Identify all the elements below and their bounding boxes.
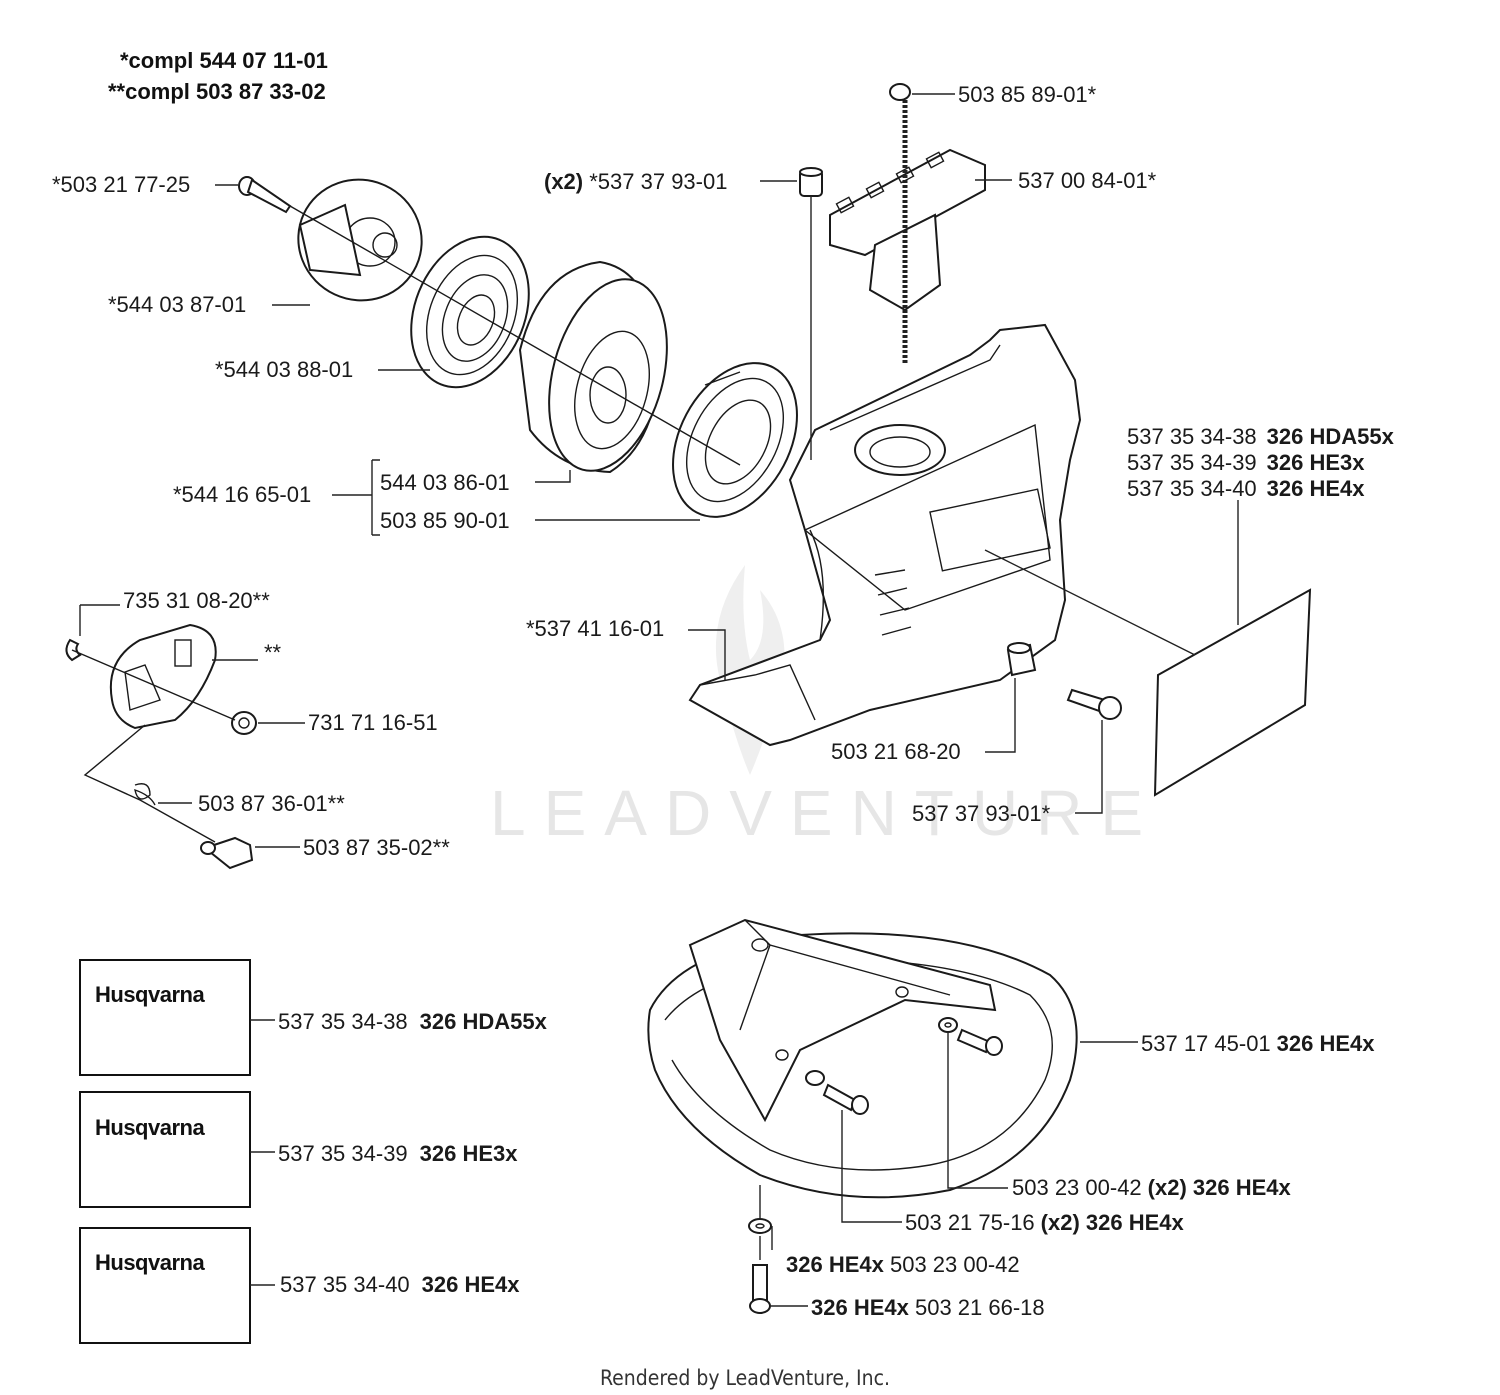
label-503-23-00-42: 503 23 00-42(x2) 326 HE4x <box>1012 1175 1292 1200</box>
decal-box-1[interactable]: Husqvarna <box>79 959 251 1076</box>
model-he3x: 326 HE3x <box>1267 450 1366 475</box>
shaft-line <box>71 649 236 721</box>
spring-503-87-36-01[interactable] <box>134 783 156 806</box>
model-he4x: 326 HE4x <box>1267 476 1366 501</box>
label-decal-1: 537 35 34-38 326 HDA55x <box>278 1009 548 1034</box>
washer-503-23-00-42[interactable] <box>938 1017 958 1033</box>
husqvarna-logo-2: Husqvarna <box>95 1115 205 1140</box>
label-503-21-66-18: 326 HE4x 503 21 66-18 <box>811 1295 1045 1320</box>
pulley-cover-544-03-87-01[interactable] <box>278 159 441 320</box>
leader-line-pawl <box>83 724 216 843</box>
label-503-85-90-01: 503 85 90-01 <box>380 508 510 533</box>
label-537-37-93-01-a: *537 37 93-01 <box>583 169 727 194</box>
part-537-35-34-38: 537 35 34-38 <box>1127 424 1257 449</box>
rewind-spring-503-85-90-01[interactable] <box>648 342 822 538</box>
screw-b-model: 326 HE4x <box>811 1295 910 1320</box>
screw-503-21-75-16[interactable] <box>822 1083 869 1115</box>
screw-537-37-93-01[interactable] <box>1066 688 1122 720</box>
screw-b-part: 503 21 66-18 <box>909 1295 1045 1320</box>
label-503-21-68-20: 503 21 68-20 <box>831 739 961 764</box>
label-537-37-93-01-x2: (x2) *537 37 93-01 <box>544 169 727 194</box>
husqvarna-logo-3: Husqvarna <box>95 1250 205 1275</box>
washer-b-part: 503 23 00-42 <box>884 1252 1020 1277</box>
part-537-35-34-39: 537 35 34-39 <box>1127 450 1257 475</box>
pawl-503-87-35-02[interactable] <box>200 836 254 870</box>
decal-2-part: 537 35 34-39 <box>278 1141 408 1166</box>
label-544-03-88-01: *544 03 88-01 <box>215 357 353 382</box>
screw-guard-right[interactable] <box>956 1028 1003 1056</box>
footer-credit: Rendered by LeadVenture, Inc. <box>600 1366 890 1390</box>
guard-537-17-45-01[interactable] <box>647 918 1078 1199</box>
bushing-537-37-93-01[interactable] <box>799 167 823 197</box>
label-731-71-16-51: 731 71 16-51 <box>308 710 438 735</box>
screw-part: 503 21 75-16 <box>905 1210 1035 1235</box>
washer-b-model: 326 HE4x <box>786 1252 885 1277</box>
compl-note-1: *compl 544 07 11-01 <box>120 48 328 73</box>
compl-note-2: **compl 503 87 33-02 <box>108 79 326 104</box>
washer-bottom[interactable] <box>748 1218 772 1234</box>
label-544-03-86-01: 544 03 86-01 <box>380 470 510 495</box>
label-503-87-35-02: 503 87 35-02** <box>303 835 450 860</box>
washer-model: (x2) 326 HE4x <box>1148 1175 1292 1200</box>
label-544-03-87-01: *544 03 87-01 <box>108 292 246 317</box>
decal-box-2[interactable]: Husqvarna <box>79 1091 251 1208</box>
spacer-503-21-68-20[interactable] <box>1006 642 1037 677</box>
label-503-87-36-01: 503 87 36-01** <box>198 791 345 816</box>
screw-503-21-66-18[interactable] <box>749 1264 771 1314</box>
washer-guard-left[interactable] <box>805 1070 825 1086</box>
label-537-35-34-38-top: 537 35 34-38 326 HDA55x <box>1127 424 1395 449</box>
decal-3-model: 326 HE4x <box>422 1272 521 1297</box>
starter-housing-537-41-16-01[interactable] <box>688 323 1082 747</box>
guard-part: 537 17 45-01 <box>1141 1031 1271 1056</box>
watermark-text: LEADVENTURE <box>490 777 1161 849</box>
part-537-35-34-40: 537 35 34-40 <box>1127 476 1257 501</box>
pawl-cover[interactable] <box>109 623 217 730</box>
leader-lines <box>79 93 1239 1307</box>
label-537-35-34-40-top: 537 35 34-40 326 HE4x <box>1127 476 1365 501</box>
model-hda55x: 326 HDA55x <box>1267 424 1395 449</box>
label-double-star: ** <box>264 640 282 665</box>
spring-cassette-544-03-88-01[interactable] <box>390 219 550 405</box>
label-537-35-34-39-top: 537 35 34-39 326 HE3x <box>1127 450 1365 475</box>
label-503-85-89-01: 503 85 89-01* <box>958 82 1097 107</box>
label-x2: (x2) <box>544 169 583 194</box>
decal-1-part: 537 35 34-38 <box>278 1009 408 1034</box>
screw-model: (x2) 326 HE4x <box>1041 1210 1185 1235</box>
guard-model: 326 HE4x <box>1277 1031 1376 1056</box>
label-503-21-77-25: *503 21 77-25 <box>52 172 190 197</box>
label-503-23-00-42-b: 326 HE4x 503 23 00-42 <box>786 1252 1020 1277</box>
label-537-41-16-01: *537 41 16-01 <box>526 616 664 641</box>
label-537-37-93-01: 537 37 93-01* <box>912 801 1051 826</box>
decal-sticker[interactable] <box>1153 588 1312 797</box>
label-503-21-75-16: 503 21 75-16(x2) 326 HE4x <box>905 1210 1185 1235</box>
nut-731-71-16-51[interactable] <box>231 711 257 735</box>
label-537-00-84-01: 537 00 84-01* <box>1018 168 1157 193</box>
decal-3-part: 537 35 34-40 <box>280 1272 410 1297</box>
pulley-544-03-86-01[interactable] <box>518 260 686 484</box>
label-735-31-08-20: 735 31 08-20** <box>123 588 270 613</box>
husqvarna-logo-1: Husqvarna <box>95 982 205 1007</box>
label-decal-3: 537 35 34-40 326 HE4x <box>280 1272 520 1297</box>
decal-box-3[interactable]: Husqvarna <box>79 1227 251 1344</box>
rope-clip-503-85-89-01[interactable] <box>889 83 911 101</box>
label-544-16-65-01: *544 16 65-01 <box>173 482 311 507</box>
washer-part: 503 23 00-42 <box>1012 1175 1142 1200</box>
decal-1-model: 326 HDA55x <box>420 1009 548 1034</box>
assembly-axis-line <box>289 205 741 466</box>
decal-2-model: 326 HE3x <box>420 1141 519 1166</box>
screw-503-21-77-25[interactable] <box>238 176 292 214</box>
label-decal-2: 537 35 34-39 326 HE3x <box>278 1141 518 1166</box>
